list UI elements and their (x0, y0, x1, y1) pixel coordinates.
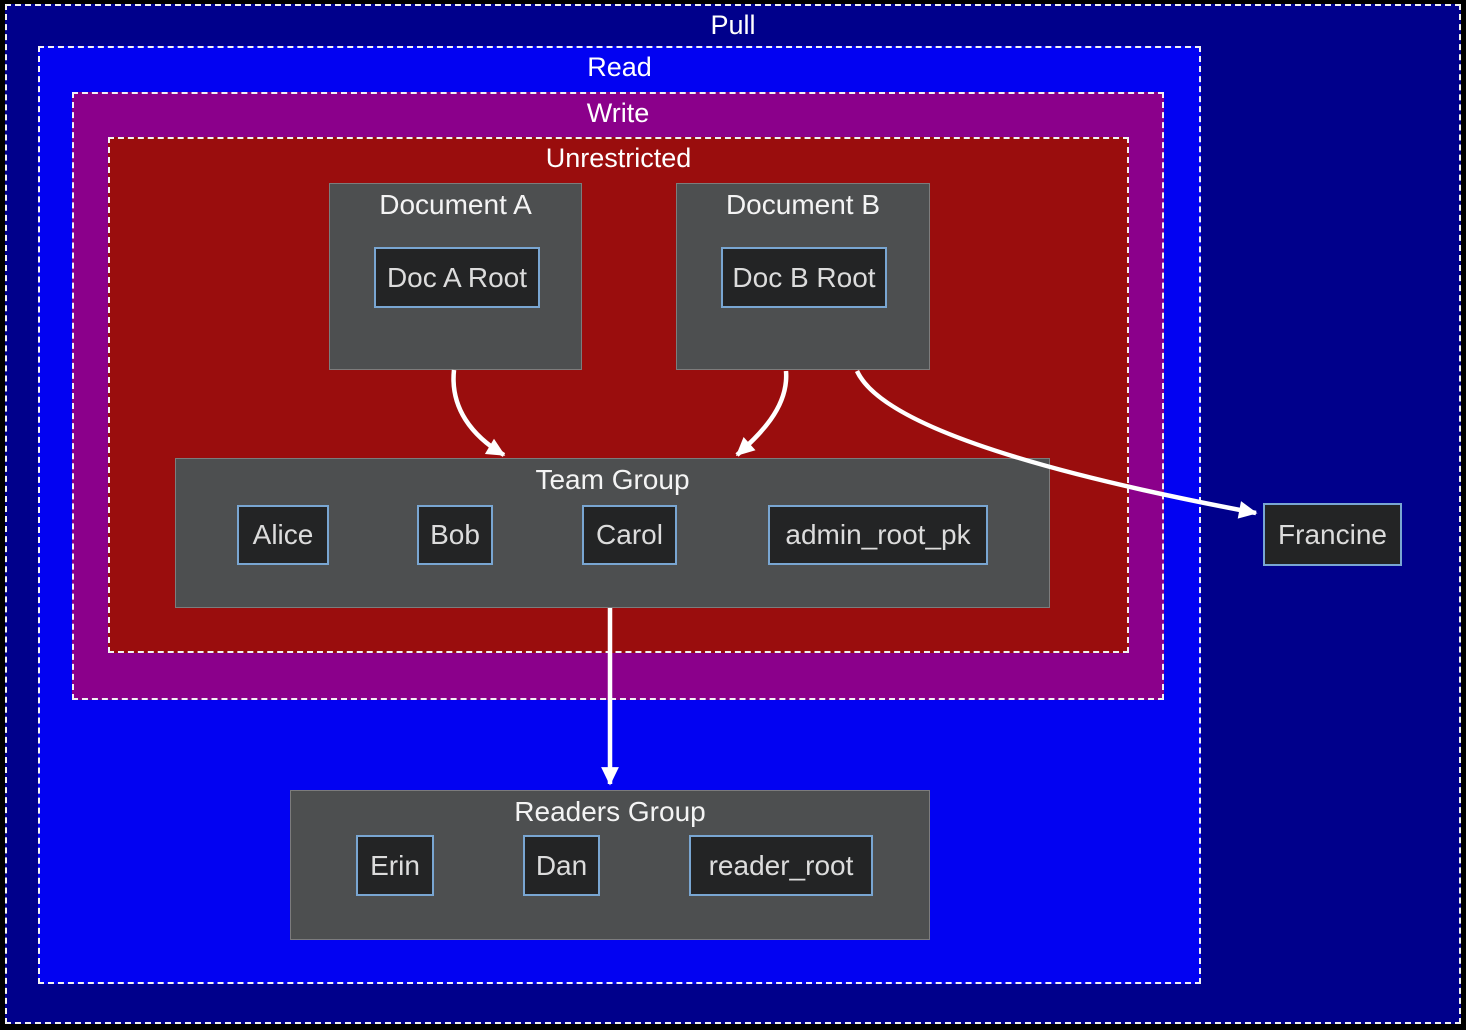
zone-write-label: Write (586, 98, 650, 128)
node-carol: Carol (582, 505, 677, 565)
group-team: Team Group Alice Bob Carol admin_root_pk (175, 458, 1050, 608)
node-bob: Bob (417, 505, 493, 565)
zone-pull-label: Pull (710, 10, 756, 40)
group-document-a-title: Document A (379, 189, 532, 220)
node-doc-a-root-label: Doc A Root (386, 261, 528, 293)
group-document-b: Document B Doc B Root (676, 183, 930, 370)
node-francine-label: Francine (1278, 518, 1387, 550)
node-carol-label: Carol (596, 519, 663, 550)
node-admin-root-pk-label: admin_root_pk (785, 519, 971, 550)
node-dan-label: Dan (535, 849, 588, 881)
node-francine: Francine (1263, 503, 1402, 566)
zone-unrestricted-label: Unrestricted (545, 143, 692, 173)
node-erin-label: Erin (370, 849, 420, 881)
node-alice-label: Alice (252, 519, 314, 550)
group-readers-title: Readers Group (514, 796, 706, 827)
node-doc-b-root-label: Doc B Root (732, 261, 876, 293)
group-readers: Readers Group Erin Dan reader_root (290, 790, 930, 940)
node-admin-root-pk: admin_root_pk (768, 505, 988, 565)
node-doc-b-root: Doc B Root (721, 247, 887, 308)
node-bob-label: Bob (430, 519, 480, 550)
node-alice: Alice (237, 505, 329, 565)
group-team-title: Team Group (535, 464, 690, 495)
node-erin: Erin (356, 835, 434, 896)
node-reader-root: reader_root (689, 835, 873, 896)
node-doc-a-root: Doc A Root (374, 247, 540, 308)
node-reader-root-label: reader_root (708, 849, 854, 881)
group-document-b-title: Document B (725, 189, 881, 220)
group-document-a: Document A Doc A Root (329, 183, 582, 370)
zone-read-label: Read (587, 52, 652, 82)
node-dan: Dan (523, 835, 600, 896)
